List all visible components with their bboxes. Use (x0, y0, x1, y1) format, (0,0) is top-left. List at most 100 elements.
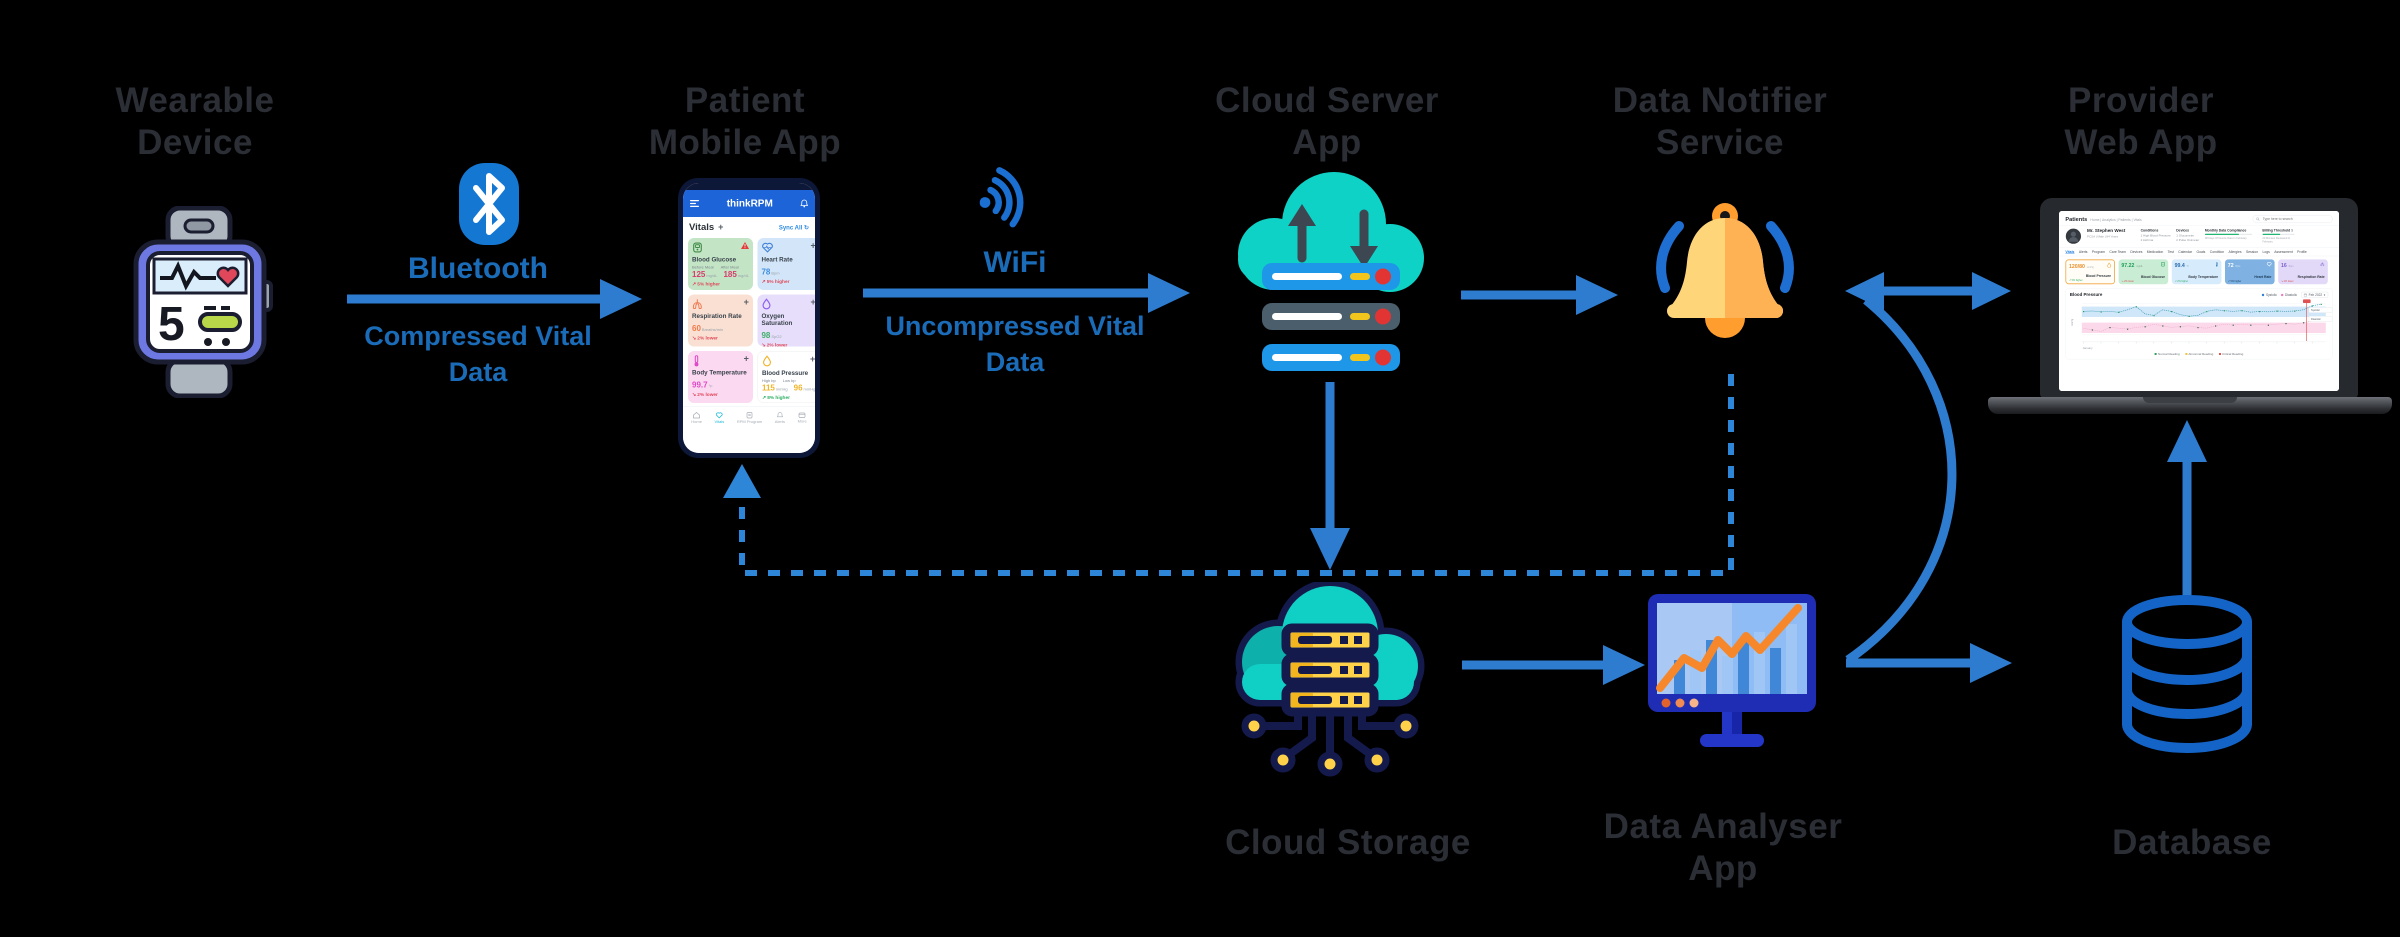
patient-meta: PCSA | Male | 84 Years (2087, 234, 2119, 239)
card-add-button[interactable]: + (811, 241, 815, 250)
label-cloud-storage: Cloud Storage (1225, 823, 1471, 862)
card-add-button[interactable]: + (743, 353, 749, 364)
tab-session[interactable]: Session (2245, 249, 2259, 254)
card-add-button[interactable]: + (810, 354, 815, 364)
document-icon (746, 412, 753, 419)
home-icon (693, 412, 700, 419)
nav-label: Alerts (774, 419, 785, 425)
conditions-title: Conditions (2140, 228, 2159, 233)
delta-text: 8% higher (767, 395, 790, 401)
search-input[interactable] (2261, 216, 2328, 222)
summary-card-blood-glucose[interactable]: 97.22 mg/dL Blood Glucose ↘ 2% lower (2118, 259, 2169, 285)
tab-calendar[interactable]: Calendar (2178, 249, 2193, 254)
bp-chart-plot: mmHg (2071, 299, 2333, 350)
condition-item: 1 High Blood Pressure (2140, 233, 2171, 238)
card-name: Blood Pressure (2085, 273, 2111, 278)
legend-systolic: Systolic (2261, 293, 2277, 297)
tab-allergies[interactable]: Allergies (2228, 249, 2242, 254)
tab-profile[interactable]: Profile (2297, 249, 2307, 254)
card-unit: mg/dL (2136, 265, 2143, 268)
legend-diastolic: Diastolic (2280, 293, 2297, 297)
trend-up-icon: ↗ (2174, 280, 2177, 283)
date-filter[interactable]: Feb 2022 ▾ (2301, 291, 2329, 298)
wifi-icon (979, 167, 1024, 228)
trend-up-icon: ↗ (761, 395, 766, 401)
vital-card-blood-pressure[interactable]: + Blood Pressure High bp Low bp 115mmHg … (757, 351, 815, 403)
phone-bell-icon[interactable] (800, 199, 809, 208)
calendar-icon (2303, 293, 2308, 297)
phone-nav-vitals[interactable]: Vitals (715, 412, 724, 424)
lungs-icon (692, 299, 702, 309)
tab-goals[interactable]: Goals (2196, 249, 2206, 254)
phone-nav-more[interactable]: More (798, 412, 807, 424)
tab-assessment[interactable]: Assessment (2274, 249, 2293, 254)
summary-card-body-temperature[interactable]: 99.4 °F Body Temperature ↗ 2% higher (2171, 259, 2222, 285)
tab-logs[interactable]: Logs (2262, 249, 2270, 254)
metric-value: 115 (761, 384, 775, 393)
card-name: Heart Rate (2254, 274, 2272, 279)
heart-rate-icon (762, 242, 773, 253)
hamburger-menu-icon[interactable] (690, 200, 699, 207)
label-database: Database (2112, 823, 2272, 862)
summary-card-blood-pressure[interactable]: 120/80 mmHg Blood Pressure ↗ 5% higher (2065, 259, 2115, 285)
card-icon (798, 412, 806, 418)
critical-marker-flag (2303, 299, 2311, 303)
chevron-down-icon: ▾ (2323, 293, 2326, 297)
card-value: 120/80 (2069, 263, 2085, 269)
vital-card-oxygen-saturation[interactable]: + Oxygen Saturation 98SpO2 ↘ 2% lower (757, 294, 815, 348)
metric-label: Before Meal (692, 265, 714, 270)
search-box[interactable] (2252, 215, 2333, 223)
billing-title: Billing Threshold $ (2262, 228, 2294, 233)
summary-card-respiration-rate[interactable]: 16 Bpm Respiration Rate ↘ 2% lower (2278, 259, 2328, 285)
metric-label: High bp (761, 378, 776, 384)
heart-icon (716, 412, 723, 419)
database-icon (2122, 595, 2252, 753)
metric-value: 185 (723, 270, 737, 280)
tab-program[interactable]: Program (2091, 249, 2105, 254)
sync-icon: ↻ (803, 224, 809, 231)
tab-vitals[interactable]: Vitals (2065, 249, 2075, 254)
cloud-storage-icon (1235, 582, 1425, 777)
card-delta: ↗ 2% higher (2174, 280, 2189, 283)
vital-card-body-temperature[interactable]: + Body Temperature 99.7°F ↘ 2% lower (688, 351, 753, 403)
tab-test[interactable]: Test (2167, 249, 2174, 254)
warning-icon (740, 242, 749, 249)
phone-notch (683, 183, 815, 190)
tab-medication[interactable]: Medication (2146, 249, 2164, 254)
trend-up-icon: ↗ (761, 279, 766, 285)
summary-card-heart-rate[interactable]: 72 Bpm Heart Rate ↗ 5% higher (2225, 259, 2275, 285)
tab-condition[interactable]: Condition (2209, 249, 2225, 254)
tab-care-team[interactable]: Care Team (2109, 249, 2126, 254)
trend-up-icon: ↗ (692, 281, 696, 288)
phone-add-vital-button[interactable]: + (718, 222, 724, 232)
tab-devices[interactable]: Devices (2130, 249, 2143, 254)
legend-critical-reading: Critical Reading (2218, 352, 2243, 356)
compliance-note: 08 Days Of Device Data In February (2204, 237, 2247, 240)
metric-label: After Meal (720, 265, 739, 270)
delta-text: 2% lower (697, 335, 718, 342)
phone-nav-rpm-program[interactable]: RPM Program (737, 412, 762, 424)
card-name: Blood Glucose (2141, 274, 2165, 279)
phone-sync-all-button[interactable]: Sync All ↻ (778, 224, 809, 231)
patient-name: Mr. Stephen West (2087, 228, 2126, 233)
vital-card-respiration-rate[interactable]: + Respiration Rate 60Breaths/min ↘ 2% lo… (688, 294, 753, 347)
card-value: 16 (2281, 262, 2287, 269)
card-add-button[interactable]: + (743, 297, 749, 307)
dollar-icon: $ (2291, 228, 2294, 233)
vital-card-blood-glucose[interactable]: Blood Glucose Before Meal After Meal 125… (688, 238, 753, 290)
phone-app-title: thinkRPM (726, 197, 773, 209)
chart-ylabel: mmHg (2071, 318, 2074, 326)
patient-avatar (2065, 228, 2081, 244)
device-item: 1 Glucometer (2176, 233, 2195, 238)
tab-alerts[interactable]: Alerts (2078, 249, 2088, 254)
card-add-button[interactable]: + (811, 298, 815, 307)
phone-nav-alerts[interactable]: Alerts (775, 412, 785, 424)
vital-card-heart-rate[interactable]: + Heart Rate 78Bpm ↗ 5% higher (757, 238, 815, 290)
delta-text: 5% higher (766, 279, 790, 285)
provider-dashboard: Patients Home | Analytics | Patients | V… (2059, 211, 2339, 391)
metric-unit: mg/dL (706, 273, 718, 279)
glucometer-icon (2161, 261, 2165, 267)
phone-nav-home[interactable]: Home (691, 412, 702, 424)
